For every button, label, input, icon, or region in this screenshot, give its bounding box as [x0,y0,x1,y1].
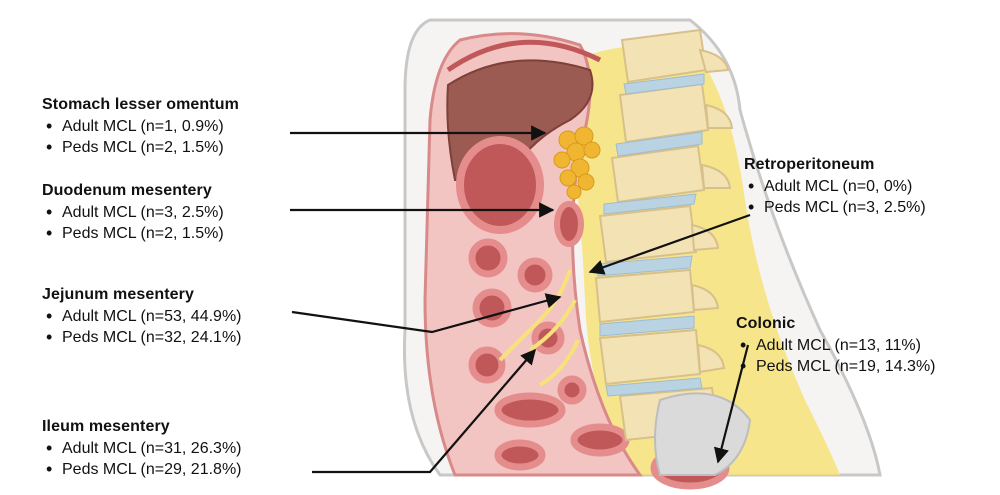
arrow-ileum [312,348,537,474]
label-title: Stomach lesser omentum [42,96,239,113]
label-title: Duodenum mesentery [42,182,212,199]
peds-mcl-stat: Peds MCL (n=29, 21.8%) [46,459,241,480]
small-bowel-loops [468,238,630,471]
adult-mcl-stat: Adult MCL (n=31, 26.3%) [46,438,241,459]
diaphragm [446,39,602,73]
label-colonic: Colonic Adult MCL (n=13, 11%) Peds MCL (… [736,315,936,377]
label-ileum-mesentery: Ileum mesentery Adult MCL (n=31, 26.3%) … [42,418,242,480]
arrow-jejunum [291,293,562,334]
label-duodenum-mesentery: Duodenum mesentery Adult MCL (n=3, 2.5%)… [42,182,224,244]
arrow-retroperitoneum [588,213,751,275]
adult-mcl-stat: Adult MCL (n=3, 2.5%) [46,202,224,223]
adult-mcl-stat: Adult MCL (n=53, 44.9%) [46,306,241,327]
peds-mcl-stat: Peds MCL (n=32, 24.1%) [46,327,241,348]
label-title: Colonic [736,315,796,332]
adult-mcl-stat: Adult MCL (n=13, 11%) [740,335,936,356]
omental-fat-cluster [553,126,601,200]
peds-mcl-stat: Peds MCL (n=2, 1.5%) [46,137,239,158]
label-title: Retroperitoneum [744,156,875,173]
stomach [456,136,544,234]
label-jejunum-mesentery: Jejunum mesentery Adult MCL (n=53, 44.9%… [42,286,242,348]
peds-mcl-stat: Peds MCL (n=2, 1.5%) [46,223,224,244]
adult-mcl-stat: Adult MCL (n=1, 0.9%) [46,116,239,137]
duodenum [554,201,584,247]
peds-mcl-stat: Peds MCL (n=3, 2.5%) [748,197,926,218]
spine [594,28,752,476]
mesentery-folds [498,269,580,387]
label-retroperitoneum: Retroperitoneum Adult MCL (n=0, 0%) Peds… [744,156,926,218]
adult-mcl-stat: Adult MCL (n=0, 0%) [748,176,926,197]
peds-mcl-stat: Peds MCL (n=19, 14.3%) [740,356,935,377]
label-stomach-lesser-omentum: Stomach lesser omentum Adult MCL (n=1, 0… [42,96,239,158]
label-title: Ileum mesentery [42,418,170,435]
label-title: Jejunum mesentery [42,286,194,303]
